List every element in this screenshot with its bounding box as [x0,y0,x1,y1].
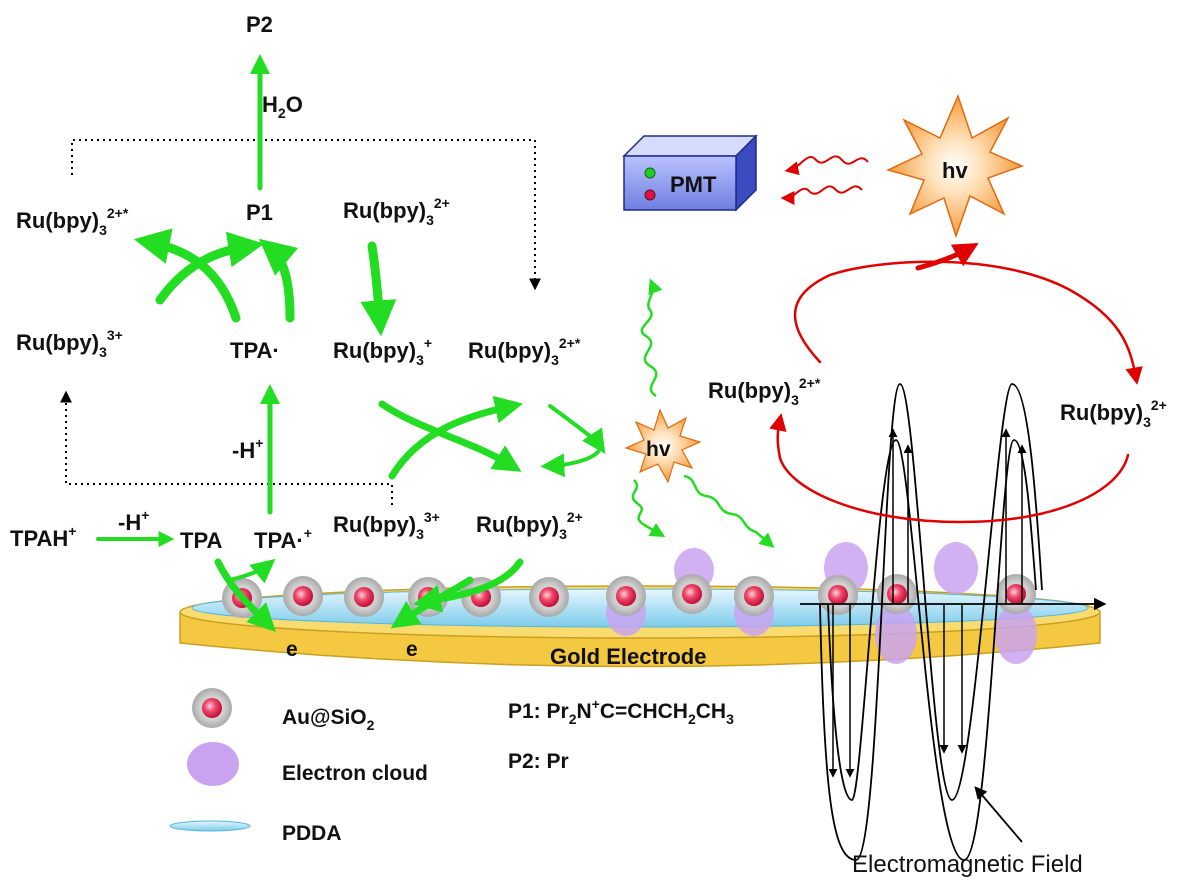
electron-cloud-icon [187,742,239,786]
hv-small-label: hv [646,438,671,461]
species-ru2-right: Ru(bpy)32+ [1060,397,1167,430]
dotted-line-top [71,139,541,291]
legend-item-electron-cloud: Electron cloud [187,742,428,786]
species-ru-excited-right: Ru(bpy)32+* [708,375,821,408]
legend-p2-definition: P2: Pr [508,750,569,773]
species-ru-plus: Ru(bpy)3+ [333,335,432,368]
arrow-ru3-annihilation [388,395,523,480]
au-sio2-particle [283,576,323,616]
photon-wave [784,155,869,176]
species-ru2-bottom: Ru(bpy)32+ [476,509,583,542]
cycle-arrow-to-hv [915,243,979,271]
species-ru2-top: Ru(bpy)32+ [343,195,450,228]
species-tpa: TPA [180,528,222,553]
arrow-ru2-to-electrode [390,576,474,629]
au-sio2-particle [606,576,646,616]
au-sio2-particle [818,575,858,615]
starburst-icon [885,93,1025,239]
species-ru-excited-mid: Ru(bpy)32+* [468,335,581,368]
emitted-light-waves [631,278,775,548]
species-ru3-bottom: Ru(bpy)33+ [333,509,440,542]
pmt-led-green-icon [644,167,656,179]
red-emission-cycle [769,243,1143,524]
au-sio2-particle [672,574,712,614]
legend-label: Electron cloud [282,762,428,785]
legend-label: Au@SiO2 [282,706,375,733]
cycle-arc-bottom [769,413,1130,524]
pmt-top-face [622,135,758,157]
arrow-tpa-oxidation [214,558,276,632]
electron-label-left: e [286,638,298,661]
species-ru-excited-left: Ru(bpy)32+* [16,205,129,238]
electromagnetic-field [800,383,1107,861]
species-p2: P2 [246,12,273,37]
starburst-icon [624,408,702,484]
arrow-ru-plus-annihilation [378,400,522,472]
electrode-label: Gold Electrode [550,644,706,669]
dotted-routing-lines [60,139,541,505]
arrow-excited-emission [548,404,606,454]
electron-cloud [934,542,978,594]
electron-cloud [995,604,1037,664]
hv-large-label: hv [942,158,968,183]
electron-cloud [875,604,917,664]
species-tpa-dot: TPA· [230,338,280,363]
arrow-tpadot-to-p1-right [258,238,299,323]
legend-p1-definition: P1: Pr2N+C=CHCH2CH3 [508,696,734,727]
cycle-arc-top [793,260,1143,385]
dotted-line-bottom [60,390,393,505]
au-sio2-particle [996,574,1036,614]
green-reaction-arrows [96,54,606,632]
species-tpah: TPAH+ [10,523,76,551]
light-wave [640,278,663,398]
au-sio2-particle [529,577,569,617]
light-wave [683,474,775,548]
pmt-detector: PMT [622,134,758,212]
species-h2o: H2O [262,92,303,121]
au-sio2-particle [344,577,384,617]
arrow-tpadot-to-p1 [155,231,265,305]
electron-label-right: e [406,638,418,661]
photon-to-pmt [780,155,869,205]
legend: Au@SiO2 Electron cloud PDDA P1: Pr2N+C=C… [169,688,734,845]
arrow-ru2-reduced [360,241,397,337]
photon-wave [780,185,863,205]
species-minus-h-upper: -H+ [232,435,263,463]
legend-item-au-sio2: Au@SiO2 [192,688,375,733]
hv-star-small: hv [624,408,702,484]
species-minus-h-lower: -H+ [118,507,149,535]
species-ru3-left: Ru(bpy)33+ [16,327,123,360]
pdda-layer-icon [169,820,251,832]
au-sio2-particle-icon [192,688,232,728]
pmt-label: PMT [670,172,717,197]
arrow-tpa-to-radical-cation [228,558,276,584]
pmt-front-face [623,155,737,211]
arrow-relax-to-ground [540,450,600,478]
species-tpa-radical-cation: TPA·+ [254,525,312,553]
species-p1: P1 [246,200,273,225]
light-wave [631,479,666,537]
field-wave [819,383,1043,861]
au-sio2-particle [734,576,774,616]
field-label: Electromagnetic Field [852,851,1083,878]
pmt-led-red-icon [644,189,656,201]
species-labels: P2 H2O Ru(bpy)32+* P1 Ru(bpy)32+ Ru(bpy)… [10,12,1167,661]
hv-star-large: hv [885,93,1025,239]
legend-label: PDDA [282,822,342,845]
field-wave-inner [827,439,1037,861]
field-label-pointer [974,786,1023,843]
legend-item-pdda: PDDA [169,820,342,845]
